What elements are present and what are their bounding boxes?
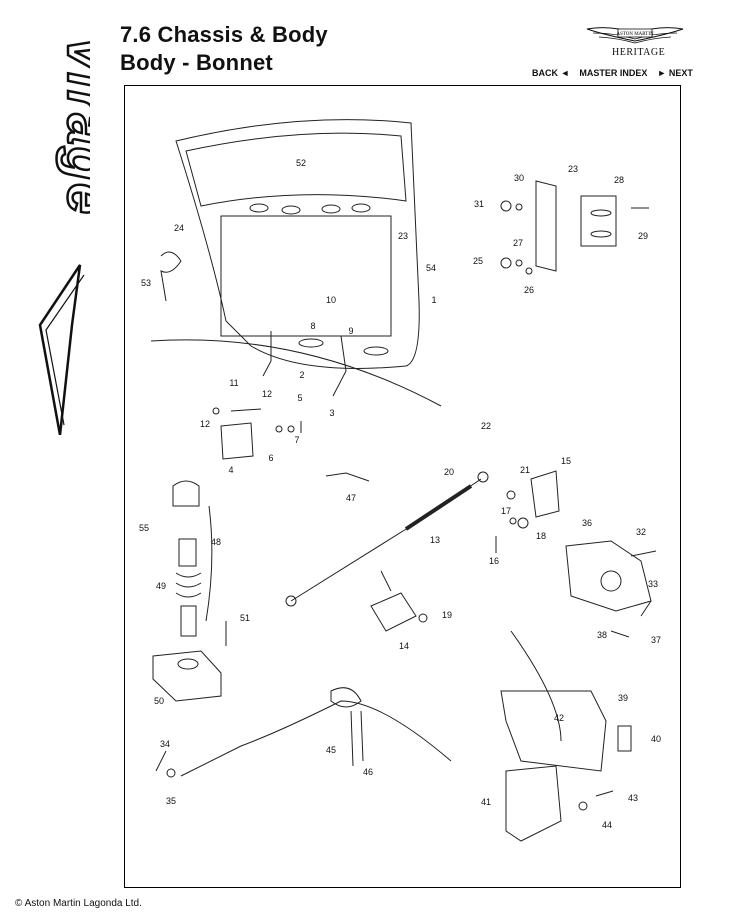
part-callout-22: 22 bbox=[481, 421, 491, 431]
part-callout-1: 1 bbox=[431, 295, 436, 305]
heritage-label: HERITAGE bbox=[612, 47, 666, 58]
bonnet-panel bbox=[175, 119, 420, 369]
part-callout-27: 27 bbox=[513, 238, 523, 248]
part-callout-46: 46 bbox=[363, 767, 373, 777]
part-callout-47: 47 bbox=[346, 493, 356, 503]
virage-logo-text: Virage bbox=[56, 35, 90, 216]
page-subtitle: Body - Bonnet bbox=[120, 50, 273, 75]
part-callout-12: 12 bbox=[200, 419, 210, 429]
part-callout-16: 16 bbox=[489, 556, 499, 566]
aston-martin-wings-logo: ASTON MARTIN bbox=[586, 27, 684, 44]
part-callout-18: 18 bbox=[536, 531, 546, 541]
part-callout-42: 42 bbox=[554, 713, 564, 723]
part-callout-13: 13 bbox=[430, 535, 440, 545]
part-callout-52: 52 bbox=[296, 158, 306, 168]
part-callout-9: 9 bbox=[348, 326, 353, 336]
part-callout-49: 49 bbox=[156, 581, 166, 591]
part-callout-8: 8 bbox=[310, 321, 315, 331]
release-cable bbox=[180, 700, 452, 777]
part-callout-41: 41 bbox=[481, 797, 491, 807]
part-callout-5: 5 bbox=[297, 393, 302, 403]
part-callout-28: 28 bbox=[614, 175, 624, 185]
part-callout-19: 19 bbox=[442, 610, 452, 620]
part-callout-48: 48 bbox=[211, 537, 221, 547]
part-callout-35: 35 bbox=[166, 796, 176, 806]
part-callout-39: 39 bbox=[618, 693, 628, 703]
part-callout-33: 33 bbox=[648, 579, 658, 589]
part-callout-53: 53 bbox=[141, 278, 151, 288]
part-callout-38: 38 bbox=[597, 630, 607, 640]
part-callout-45: 45 bbox=[326, 745, 336, 755]
part-callout-55: 55 bbox=[139, 523, 149, 533]
part-callout-15: 15 bbox=[561, 456, 571, 466]
part-callout-54: 54 bbox=[426, 263, 436, 273]
part-callout-43: 43 bbox=[628, 793, 638, 803]
part-callout-26: 26 bbox=[524, 285, 534, 295]
part-callout-44: 44 bbox=[602, 820, 612, 830]
part-callout-36: 36 bbox=[582, 518, 592, 528]
part-callout-4: 4 bbox=[228, 465, 233, 475]
part-callout-51: 51 bbox=[240, 613, 250, 623]
part-callout-2: 2 bbox=[299, 370, 304, 380]
master-index-link[interactable]: MASTER INDEX bbox=[579, 68, 648, 78]
part-callout-23: 23 bbox=[398, 231, 408, 241]
part-callout-50: 50 bbox=[154, 696, 164, 706]
part-callout-6: 6 bbox=[268, 453, 273, 463]
part-callout-10: 10 bbox=[326, 295, 336, 305]
part-callout-25: 25 bbox=[473, 256, 483, 266]
brand-text: ASTON MARTIN bbox=[616, 32, 654, 37]
part-callout-17: 17 bbox=[501, 506, 511, 516]
copyright: © Aston Martin Lagonda Ltd. bbox=[15, 898, 142, 909]
part-callout-31: 31 bbox=[474, 199, 484, 209]
part-callout-37: 37 bbox=[651, 635, 661, 645]
part-callout-32: 32 bbox=[636, 527, 646, 537]
part-callout-11: 11 bbox=[229, 378, 238, 388]
part-callout-23: 23 bbox=[568, 164, 578, 174]
part-callout-29: 29 bbox=[638, 231, 648, 241]
part-callout-40: 40 bbox=[651, 734, 661, 744]
back-link[interactable]: BACK ◄ bbox=[532, 68, 570, 78]
part-callout-7: 7 bbox=[294, 435, 299, 445]
part-callout-14: 14 bbox=[399, 641, 409, 651]
section-title: 7.6 Chassis & Body bbox=[120, 22, 328, 47]
part-callout-34: 34 bbox=[160, 739, 170, 749]
part-callout-24: 24 bbox=[174, 223, 184, 233]
part-callout-20: 20 bbox=[444, 467, 454, 477]
next-link[interactable]: ► NEXT bbox=[657, 68, 693, 78]
virage-logo: Virage bbox=[38, 34, 90, 435]
part-callout-21: 21 bbox=[520, 465, 530, 475]
part-callout-12: 12 bbox=[262, 389, 272, 399]
nav-bar: BACK ◄ MASTER INDEX ► NEXT bbox=[532, 68, 693, 78]
part-callout-30: 30 bbox=[514, 173, 524, 183]
part-callout-3: 3 bbox=[329, 408, 334, 418]
